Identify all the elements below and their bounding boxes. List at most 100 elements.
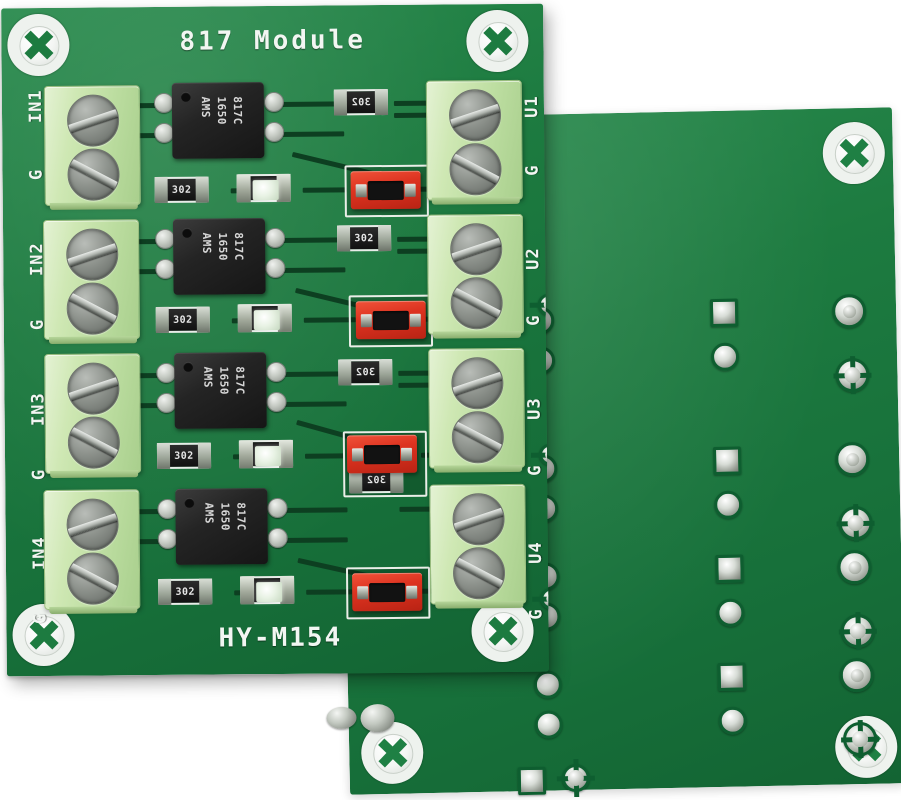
mounting-hole-top-left — [7, 13, 70, 77]
optocoupler-ic-2: 817C 1650 AMS — [172, 218, 266, 295]
solder-pad — [533, 670, 563, 699]
resistor-value: 302 — [366, 474, 387, 486]
label-in4-gnd: G — [30, 612, 51, 625]
jumper-red-2[interactable] — [355, 300, 426, 340]
edge-pad-gnd — [540, 587, 549, 610]
led-indicator-1 — [236, 173, 291, 203]
resistor-value: 302 — [172, 314, 193, 326]
solder-pad-large — [839, 657, 875, 693]
terminal-screw[interactable] — [450, 277, 503, 330]
ic-marking-line3: AMS — [201, 366, 215, 389]
label-u2: U2 — [523, 247, 544, 270]
solder-pad-square — [717, 662, 747, 692]
input-terminal-block-4[interactable] — [43, 489, 141, 611]
terminal-screw[interactable] — [66, 552, 120, 605]
solder-pad-square — [715, 554, 744, 584]
mounting-hole-top-right — [466, 9, 529, 73]
ic-pin — [266, 361, 287, 383]
terminal-screw[interactable] — [66, 228, 119, 281]
terminal-screw[interactable] — [67, 416, 121, 469]
terminal-screw[interactable] — [66, 498, 119, 551]
solder-blob — [326, 706, 357, 730]
jumper-red-4[interactable] — [352, 572, 423, 612]
ic-pin1-marker — [183, 361, 194, 372]
output-terminal-block-1[interactable] — [425, 79, 523, 201]
resistor-out-3: 302 — [338, 358, 393, 386]
resistor-value: 302 — [355, 366, 376, 378]
solder-pad-large — [837, 549, 872, 585]
ic-marking-line2: 1650 — [217, 366, 231, 396]
pcb-trace — [281, 537, 348, 543]
solder-pad — [710, 342, 740, 372]
output-terminal-block-3[interactable] — [428, 347, 526, 469]
ic-marking-line1: 817C — [232, 232, 246, 261]
terminal-screw[interactable] — [449, 143, 502, 196]
ic-marking-line3: AMS — [200, 232, 214, 255]
terminal-screw[interactable] — [451, 411, 505, 464]
solder-pad-cross — [835, 357, 870, 393]
jumper-red-3[interactable] — [346, 434, 418, 474]
ic-pin — [263, 91, 285, 113]
ic-pin1-marker — [180, 91, 191, 102]
input-terminal-block-3[interactable] — [44, 353, 142, 475]
ic-marking-line3: AMS — [202, 502, 216, 525]
output-terminal-block-4[interactable] — [429, 483, 527, 605]
solder-pad — [718, 706, 747, 736]
pcb-trace — [279, 237, 346, 243]
terminal-screw[interactable] — [452, 547, 506, 600]
pcb-trace — [279, 267, 346, 273]
input-terminal-block-1[interactable] — [43, 85, 141, 207]
ic-marking-line1: 817C — [230, 96, 245, 125]
input-terminal-block-2[interactable] — [42, 219, 140, 341]
pcb-trace — [278, 131, 345, 137]
terminal-screw[interactable] — [451, 357, 504, 410]
output-terminal-block-2[interactable] — [426, 213, 524, 335]
ic-marking-line1: 817C — [233, 366, 247, 395]
solder-pad-cross — [840, 613, 876, 649]
resistor-value: 302 — [354, 232, 374, 244]
resistor-value: 302 — [174, 450, 194, 462]
ic-marking-line2: 1650 — [214, 96, 229, 126]
mounting-hole-bottom-right — [471, 599, 534, 663]
optocoupler-ic-1: 817C 1650 AMS — [171, 82, 265, 159]
label-u1: U1 — [521, 95, 543, 118]
ic-marking-line2: 1650 — [216, 232, 230, 262]
resistor-in-1: 302 — [154, 176, 209, 204]
solder-pad-cross — [838, 505, 873, 541]
label-u4: U4 — [525, 541, 546, 564]
ic-marking-line1: 817C — [234, 502, 248, 531]
ic-pin — [264, 121, 285, 143]
resistor-out-2: 302 — [337, 224, 392, 252]
terminal-screw[interactable] — [452, 493, 505, 546]
led-indicator-4 — [240, 575, 295, 605]
pcb-trace — [304, 453, 346, 459]
resistor-value: 302 — [175, 586, 196, 598]
ic-marking-line2: 1650 — [218, 502, 232, 531]
solder-pad-large — [831, 293, 867, 329]
jumper-red-1[interactable] — [350, 170, 421, 210]
ic-pin — [265, 227, 286, 249]
resistor-value: 302 — [171, 184, 192, 196]
silkscreen-title: 817 Module — [179, 25, 367, 57]
ic-pin — [267, 497, 288, 519]
resistor-in-3: 302 — [156, 442, 212, 470]
terminal-screw[interactable] — [449, 223, 503, 276]
optocoupler-ic-4: 817C 1650 AMS — [175, 488, 268, 565]
pcb-trace — [280, 401, 347, 407]
resistor-value: 302 — [351, 96, 371, 108]
terminal-screw[interactable] — [66, 94, 120, 147]
ic-pin — [267, 527, 288, 549]
terminal-screw[interactable] — [448, 89, 502, 142]
terminal-screw[interactable] — [67, 362, 120, 415]
label-u3-gnd: G — [525, 464, 546, 476]
silkscreen-model: HY-M154 — [218, 622, 343, 654]
solder-pad-cross-extra — [561, 763, 591, 793]
label-u2-gnd: G — [523, 314, 544, 326]
optocoupler-ic-3: 817C 1650 AMS — [174, 352, 267, 429]
ic-marking-line3: AMS — [198, 96, 213, 119]
label-u1-gnd: G — [522, 164, 543, 176]
terminal-screw[interactable] — [66, 282, 119, 335]
led-indicator-3 — [238, 439, 294, 469]
terminal-screw[interactable] — [67, 148, 120, 201]
